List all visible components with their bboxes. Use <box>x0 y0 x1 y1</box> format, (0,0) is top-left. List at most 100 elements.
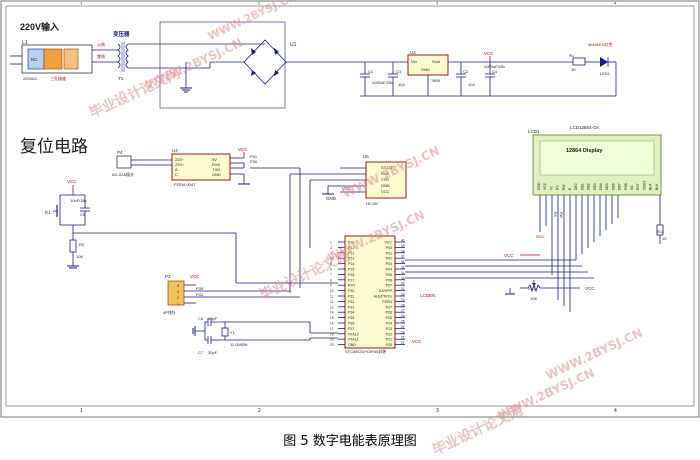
p4-label: AC-02A插头 <box>112 171 134 177</box>
mcu-pin-num-left-11: 11 <box>330 295 334 299</box>
lcd1-display-text: 12864 Display <box>566 148 603 154</box>
c3-value: 104 <box>398 82 405 87</box>
mcu-pin-num-left-13: 13 <box>330 305 334 309</box>
lcd-pin-6: E <box>568 187 572 190</box>
mcu-pin-num-left-4: 4 <box>330 257 332 261</box>
power-meter-module-u4: U4 220~ 220~ A C 5V RXD TXD GND PZEM-004… <box>140 148 244 187</box>
mcu-pin-left-13: P33 <box>348 305 354 309</box>
zone-number-top-4: 4 <box>614 1 617 6</box>
u6-pin-2: RXD <box>381 171 390 176</box>
u4-pin-right-3: TXD <box>212 167 220 172</box>
capacitor-c3: C3 104 <box>388 62 405 96</box>
mcu-pin-num-right-19: 22 <box>401 336 405 340</box>
potentiometer-vr1: VR1 10K VCC <box>505 280 595 301</box>
c4-ref: C4 <box>492 69 498 74</box>
mcu-body <box>344 235 396 349</box>
r2-value: 10K <box>76 254 83 259</box>
lcd-pin-9: DB2 <box>587 183 591 190</box>
t1-pin-a: 火线 <box>97 41 105 47</box>
mcu-pin-num-left-20: 20 <box>330 343 334 347</box>
lcd-pin-1: GND <box>537 182 541 190</box>
l1-ref: L1 <box>22 40 28 46</box>
mcu-pin-num-left-18: 18 <box>330 332 334 336</box>
c3-ref: C3 <box>396 69 402 74</box>
k1-ref: K1 <box>45 210 51 215</box>
mcu-pin-num-right-3: 38 <box>401 249 405 253</box>
p2-pin-1: 1 <box>177 302 179 306</box>
mcu-pin-left-20: GND <box>348 343 356 347</box>
zone-number-bottom-4: 4 <box>614 408 617 414</box>
y1-value: 11.0592M <box>230 342 248 347</box>
led1-ref: LED1 <box>600 71 611 76</box>
u4-pin-left-1: 220~ <box>175 157 185 162</box>
mcu-pin-num-right-7: 34 <box>401 271 405 275</box>
r1-value: 1K <box>571 67 576 72</box>
mcu-pin-left-6: P15 <box>348 268 354 272</box>
lcd-pin-10: DB3 <box>593 183 597 190</box>
mcu-pin-right-14: P26 <box>386 311 392 315</box>
crystal-circuit: C6 30pF C7 30pF Y1 11.0592M <box>192 316 338 355</box>
vcc-label-power: VCC <box>484 51 494 56</box>
u4-ref: U4 <box>172 148 178 153</box>
mcu-pin-left-2: P11 <box>348 246 354 250</box>
mcu-pin-right-1: VCC <box>384 241 392 245</box>
mcu-pin-left-4: P13 <box>348 257 354 261</box>
mcu-pin-left-8: P17 <box>348 278 354 282</box>
c1-ref: C1 <box>368 69 374 74</box>
p2-pin-4: 4 <box>177 284 179 288</box>
mcu-pin-right-15: P25 <box>386 316 392 320</box>
t1-pin-b: 零线 <box>97 53 105 59</box>
c6-ref: C6 <box>198 316 204 321</box>
u4-pin-left-4: C <box>175 172 178 177</box>
vcc-label-lcd-left: VCC <box>504 253 514 258</box>
c7-value: 30pF <box>208 350 218 355</box>
p2-pin-2: 2 <box>177 296 179 300</box>
lcd1-part: LCD12864-CK <box>570 125 599 130</box>
mcu-pin-num-left-7: 7 <box>330 273 332 277</box>
mcu-pin-left-16: P36 <box>348 322 354 326</box>
mcu-pin-num-left-6: 6 <box>330 268 332 272</box>
mcu-pin-right-4: P02 <box>386 257 392 261</box>
lcd-pin-13: DB6 <box>611 183 615 190</box>
vcc-label-reset: VCC <box>67 179 77 184</box>
mcu-pin-left-3: P12 <box>348 251 354 255</box>
mcu-pin-num-left-1: 1 <box>330 241 332 245</box>
capacitor-c4: C4 1000uF/25v <box>484 62 505 96</box>
mcu-pin-left-19: XTAL1 <box>348 338 359 342</box>
led-led1: 3mmLED红色 LED1 <box>588 41 617 97</box>
lcd-pin-20: BLK <box>655 183 659 190</box>
c5-value: 10uF/16v <box>70 198 87 203</box>
led1-label: 3mmLED红色 <box>588 41 613 47</box>
mcu-pin-num-left-16: 16 <box>330 322 334 326</box>
vcc-label-vr1: VCC <box>585 286 595 291</box>
capacitor-c2: C2 104 <box>456 62 475 96</box>
mcu-pin-num-left-3: 3 <box>330 251 332 255</box>
lcd-pin-16: NC <box>630 185 634 190</box>
reset-button-k1: VCC K1 <box>45 179 85 226</box>
mcu-pin-num-right-1: 40 <box>401 239 405 243</box>
c6-value: 30pF <box>208 316 218 321</box>
mcu-pin-num-left-5: 5 <box>330 262 332 266</box>
u6-pin-1: STATE <box>381 165 394 170</box>
r2-ref: R2 <box>79 242 85 247</box>
mcu-pin-left-17: P37 <box>348 327 354 331</box>
t1-name: 变压器 <box>113 30 130 38</box>
lcd-pin-4: RS <box>556 185 560 190</box>
figure-caption: 图 5 数字电能表原理图 <box>283 434 417 449</box>
mcu-pin-left-15: P35 <box>348 316 354 320</box>
u6-pin-4: GND <box>381 183 390 188</box>
mcu-pin-num-right-13: 28 <box>401 303 405 307</box>
vcc-label-p2: VCC <box>190 274 200 279</box>
mcu-pin-num-right-11: 30 <box>401 293 405 297</box>
mcu-pin-num-left-15: 15 <box>330 316 334 320</box>
c4-value: 1000uF/25v <box>484 64 505 69</box>
mcu-pin-left-10: P30 <box>348 289 354 293</box>
mcu-pin-right-7: P05 <box>386 273 392 277</box>
mcu-pin-num-right-9: 32 <box>401 282 405 286</box>
mcu-pin-right-17: P23 <box>386 327 392 331</box>
lcd-pin-8: DB1 <box>580 183 584 190</box>
mcu-pin-num-right-17: 24 <box>401 325 405 329</box>
mcu-pin-right-11: ALE/PROG <box>374 295 393 299</box>
